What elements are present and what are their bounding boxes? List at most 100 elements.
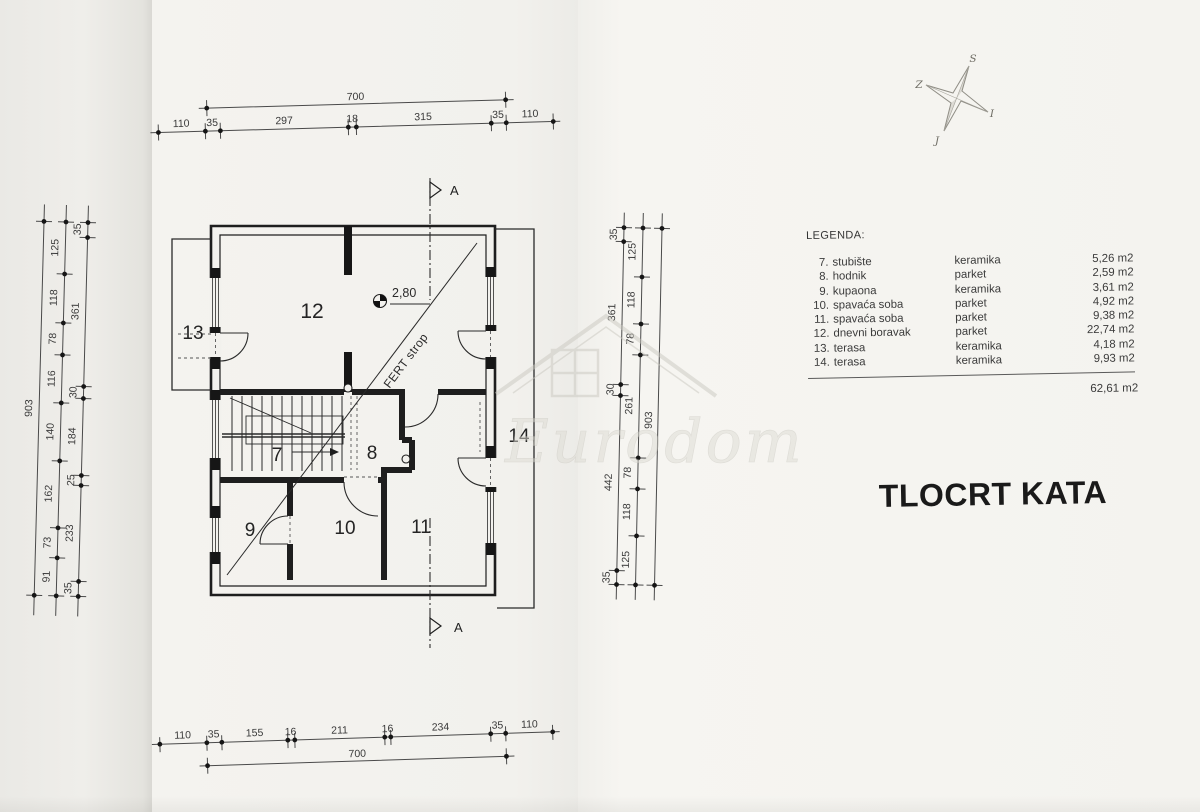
- dim-label: 125: [626, 243, 638, 261]
- paper-shade-left: [0, 0, 152, 812]
- legend-room-area: 2,59 m2: [1092, 266, 1134, 280]
- dim-label: 25: [65, 474, 77, 486]
- dim-label: 315: [414, 111, 432, 123]
- compass-west-label: Z: [914, 79, 923, 91]
- wall-openings: [209, 277, 497, 552]
- dim-overall-right: 903: [643, 411, 655, 429]
- legend-room-area: 22,74 m2: [1086, 323, 1135, 337]
- dim-label: 35: [72, 223, 84, 235]
- dim-label: 73: [41, 536, 53, 548]
- dim-label: 261: [623, 397, 635, 415]
- dimension-chain-right: 903 35 361 30 442 35 125 118 78 261 78 1…: [601, 212, 671, 601]
- dim-label: 35: [208, 728, 220, 740]
- dim-label: 125: [49, 239, 61, 257]
- legend-room-area: 4,92 m2: [1092, 295, 1135, 308]
- legend: LEGENDA: 7.stubište keramika 5,26 m2 8.h…: [806, 225, 1138, 399]
- pipe-symbol: [401, 454, 411, 464]
- legend-room-number: 10.: [813, 299, 830, 312]
- legend-room-number: 14.: [813, 356, 830, 369]
- dimension-chain-bottom: 700 110 35 155 16 211 16 234 35 110: [151, 718, 560, 774]
- section-flag-bottom: [429, 616, 443, 636]
- section-label-top: A: [450, 183, 459, 198]
- ceiling-diagonal: [226, 242, 478, 576]
- watermark-house-roof: [494, 313, 718, 398]
- dim-dots: [157, 729, 556, 769]
- compass-south-label: J: [933, 135, 940, 147]
- dim-label: 125: [620, 551, 632, 569]
- legend-room-area: 9,93 m2: [1093, 352, 1135, 366]
- legend-room-number: 12.: [813, 328, 830, 341]
- watermark: Eurodom: [494, 313, 805, 477]
- legend-room-area: 5,26 m2: [1092, 252, 1134, 266]
- ceiling-height-label: 2,80: [392, 286, 416, 300]
- dim-label: 35: [601, 571, 613, 583]
- terrace-13-outline: [171, 238, 211, 391]
- dim-label: 110: [173, 118, 190, 130]
- dim-label: 184: [66, 427, 78, 445]
- legend-room-area: 9,38 m2: [1092, 309, 1135, 323]
- compass-rose: S Z I J: [914, 53, 995, 147]
- dim-total-top: 700: [347, 91, 365, 103]
- dim-label: 297: [275, 115, 293, 127]
- legend-room-material: keramika: [955, 354, 1003, 367]
- section-line-a: A A: [429, 178, 463, 648]
- dim-label: 18: [346, 113, 358, 125]
- section-label-bottom: A: [454, 620, 463, 635]
- compass-east-label: I: [989, 108, 995, 120]
- dim-label: 91: [41, 570, 53, 582]
- floor-plan: A A FERT strop 2,80 13 12 7 8 9 10 11 14: [171, 178, 535, 648]
- dim-label: 16: [285, 726, 297, 738]
- opening-dashes: [178, 331, 491, 544]
- wall-piers: [211, 226, 495, 564]
- dim-label: 35: [492, 109, 504, 121]
- outer-wall-face: [209, 224, 497, 597]
- dim-label: 118: [48, 289, 60, 306]
- dim-overall-left: 903: [23, 399, 35, 417]
- dim-label: 442: [602, 473, 614, 491]
- drawing-title: TLOCRT KATA: [878, 474, 1108, 514]
- dimension-chain-left: 903 125 118 78 116 140 162 73 91 35 361 …: [23, 204, 97, 617]
- legend-rows: 7.stubište keramika 5,26 m2 8.hodnik par…: [806, 251, 1138, 370]
- legend-room-number: 7.: [818, 256, 829, 269]
- stair-direction-arrow: [330, 448, 339, 456]
- legend-room-area: 4,18 m2: [1093, 338, 1135, 351]
- room-label-11: 11: [411, 517, 431, 538]
- dim-label: 110: [522, 108, 539, 120]
- dim-label: 30: [67, 386, 79, 398]
- dim-label: 78: [622, 467, 634, 479]
- door-swings: [219, 330, 487, 545]
- section-flag-top: [429, 180, 443, 200]
- watermark-house-roof-inner: [512, 326, 700, 394]
- room-label-14: 14: [508, 426, 530, 447]
- terrace-14-outline: [495, 228, 535, 609]
- watermark-house-window: [550, 348, 600, 398]
- staircase: [222, 396, 345, 471]
- dim-label: 78: [47, 333, 59, 345]
- dim-label: 140: [44, 423, 56, 441]
- dim-dots: [156, 97, 556, 135]
- paper-shade-right: [578, 0, 1200, 812]
- window-glazing: [212, 277, 494, 552]
- dim-label: 162: [43, 485, 55, 503]
- dim-label: 30: [604, 383, 616, 395]
- dim-label: 361: [69, 302, 81, 320]
- room-label-10: 10: [334, 518, 355, 539]
- dim-label: 233: [64, 524, 76, 542]
- legend-room-name: 14.terasa: [808, 354, 956, 370]
- dim-label: 155: [246, 727, 264, 740]
- dim-dots: [614, 225, 665, 588]
- room-label-9: 9: [245, 520, 256, 541]
- dim-label: 110: [174, 729, 191, 742]
- dim-label: 35: [62, 582, 74, 594]
- dim-label: 16: [381, 723, 393, 735]
- room-label-13: 13: [182, 323, 203, 344]
- dim-dots: [31, 219, 91, 599]
- interior-walls: [220, 389, 486, 580]
- paper-shadow-bottom: [0, 796, 1200, 812]
- dim-label: 211: [331, 724, 348, 737]
- level-marker: 2,80: [372, 286, 430, 309]
- dim-total-bottom: 700: [348, 748, 366, 761]
- watermark-text: Eurodom: [504, 407, 805, 477]
